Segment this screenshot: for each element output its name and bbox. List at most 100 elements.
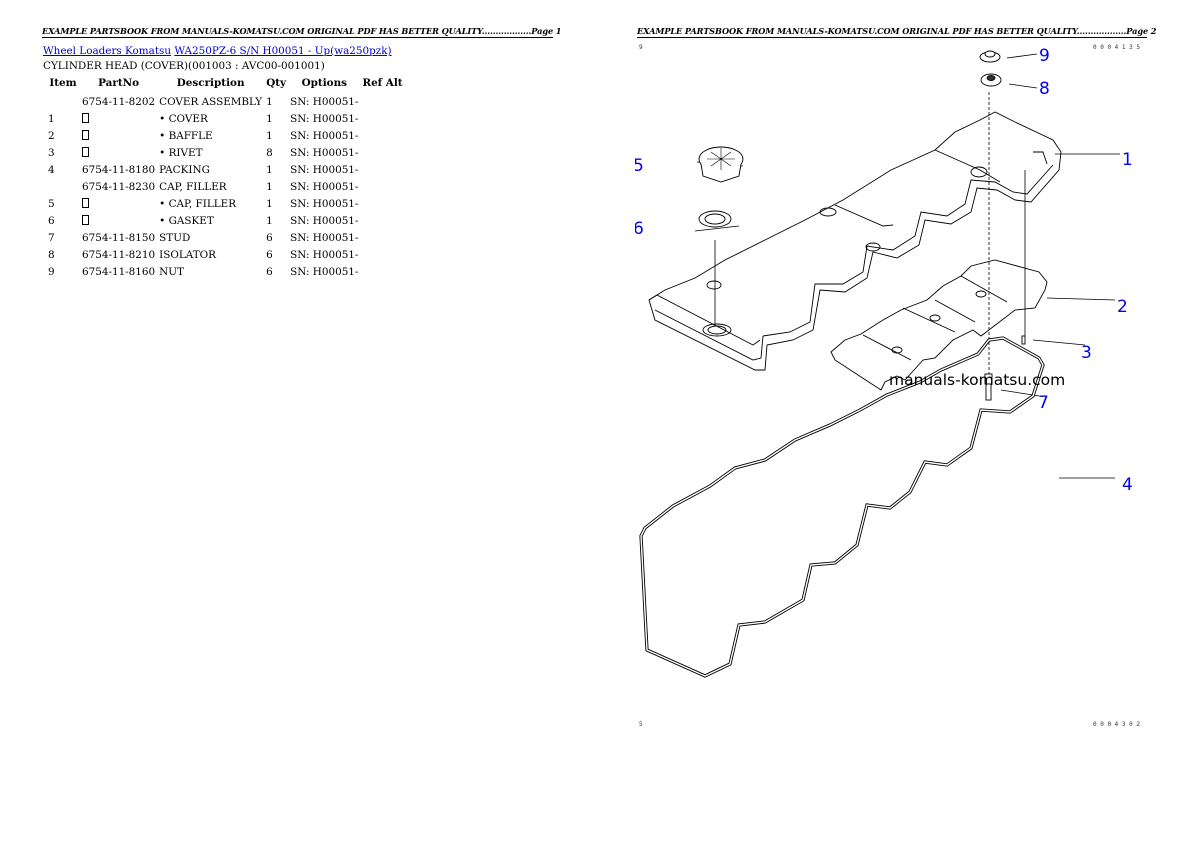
breadcrumb-link-model[interactable]: WA250PZ-6 S/N H00051 - Up(wa250pzk) bbox=[174, 45, 392, 57]
column-header-item: Item bbox=[49, 77, 77, 89]
cell-qty: 1 bbox=[266, 214, 273, 227]
cell-options: SN: H00051- bbox=[290, 214, 359, 227]
cell-description: PACKING bbox=[159, 163, 210, 176]
cell-options: SN: H00051- bbox=[290, 112, 359, 125]
callout-3: 3 bbox=[1081, 343, 1092, 363]
header-divider bbox=[637, 37, 1147, 38]
missing-glyph-icon bbox=[82, 112, 89, 123]
cell-qty: 6 bbox=[266, 231, 273, 244]
cell-qty: 1 bbox=[266, 163, 273, 176]
cell-ref-alt bbox=[360, 110, 404, 127]
cell-item: 9 bbox=[48, 265, 55, 278]
diagram-corner-code-bottom-right: 0 0 0 4 3 0 2 bbox=[1093, 721, 1140, 728]
cell-ref-alt bbox=[360, 263, 404, 280]
cell-partno: 6754-11-8180 bbox=[82, 163, 156, 176]
cell-qty: 1 bbox=[266, 129, 273, 142]
cell-description: CAP, FILLER bbox=[159, 180, 227, 193]
cell-partno: 6754-11-8230 bbox=[82, 180, 156, 193]
table-row: 6 • GASKET 1 SN: H00051- bbox=[43, 212, 405, 229]
page-header: EXAMPLE PARTSBOOK FROM MANUALS-KOMATSU.C… bbox=[637, 26, 1157, 36]
cell-qty: 1 bbox=[266, 197, 273, 210]
cell-description: • GASKET bbox=[159, 214, 214, 227]
page-header: EXAMPLE PARTSBOOK FROM MANUALS-KOMATSU.C… bbox=[42, 26, 562, 36]
diagram-page: EXAMPLE PARTSBOOK FROM MANUALS-KOMATSU.C… bbox=[595, 0, 1190, 842]
parts-table: Item PartNo Description Qty Options Ref … bbox=[43, 76, 405, 280]
cell-qty: 1 bbox=[266, 180, 273, 193]
cell-partno: 6754-11-8150 bbox=[82, 231, 156, 244]
cell-qty: 1 bbox=[266, 95, 273, 108]
cell-options: SN: H00051- bbox=[290, 95, 359, 108]
cell-description: • CAP, FILLER bbox=[159, 197, 237, 210]
cell-ref-alt bbox=[360, 127, 404, 144]
missing-glyph-icon bbox=[82, 129, 89, 140]
cell-ref-alt bbox=[360, 161, 404, 178]
callout-4: 4 bbox=[1122, 475, 1133, 495]
cell-description: STUD bbox=[159, 231, 191, 244]
cell-item: 6 bbox=[48, 214, 55, 227]
callout-6: 6 bbox=[635, 219, 644, 239]
cell-options: SN: H00051- bbox=[290, 163, 359, 176]
callout-2: 2 bbox=[1117, 297, 1128, 317]
column-header-description: Description bbox=[176, 77, 245, 89]
cell-partno bbox=[80, 144, 157, 161]
diagram-corner-code-bottom-left: 5 bbox=[639, 721, 643, 728]
cell-options: SN: H00051- bbox=[290, 231, 359, 244]
callout-1: 1 bbox=[1122, 150, 1133, 170]
cell-description: • COVER bbox=[159, 112, 208, 125]
section-title: CYLINDER HEAD (COVER)(001003 : AVC00-001… bbox=[43, 60, 325, 72]
cell-partno: 6754-11-8202 bbox=[82, 95, 156, 108]
cell-partno: 6754-11-8160 bbox=[82, 265, 156, 278]
header-divider bbox=[42, 37, 553, 38]
callout-9: 9 bbox=[1039, 46, 1050, 66]
cell-ref-alt bbox=[360, 178, 404, 195]
cell-options: SN: H00051- bbox=[290, 265, 359, 278]
cell-item: 3 bbox=[48, 146, 55, 159]
cell-qty: 1 bbox=[266, 112, 273, 125]
cell-ref-alt bbox=[360, 144, 404, 161]
callout-5: 5 bbox=[635, 156, 644, 176]
breadcrumb: Wheel Loaders Komatsu WA250PZ-6 S/N H000… bbox=[43, 45, 392, 57]
cell-ref-alt bbox=[360, 229, 404, 246]
diagram-corner-code-top-right: 0 0 0 4 1 3 5 bbox=[1093, 44, 1140, 51]
cell-ref-alt bbox=[360, 246, 404, 263]
cell-item: 7 bbox=[48, 231, 55, 244]
cell-options: SN: H00051- bbox=[290, 248, 359, 261]
column-header-ref-alt: Ref Alt bbox=[362, 77, 403, 89]
cell-partno bbox=[80, 110, 157, 127]
exploded-parts-diagram: 9 0 0 0 4 1 3 5 5 0 0 0 4 3 0 2 bbox=[635, 44, 1140, 728]
cell-options: SN: H00051- bbox=[290, 180, 359, 193]
cover-part-drawing bbox=[648, 111, 1062, 371]
column-header-partno: PartNo bbox=[98, 77, 140, 89]
callout-8: 8 bbox=[1039, 79, 1050, 99]
cell-description: COVER ASSEMBLY bbox=[159, 95, 263, 108]
cell-partno bbox=[80, 195, 157, 212]
cell-item: 2 bbox=[48, 129, 55, 142]
callout-7: 7 bbox=[1038, 393, 1049, 413]
cell-item bbox=[43, 93, 80, 110]
diagram-corner-code-top-left: 9 bbox=[639, 44, 643, 51]
cell-qty: 6 bbox=[266, 265, 273, 278]
cell-item: 8 bbox=[48, 248, 55, 261]
baffle-part-drawing bbox=[830, 259, 1048, 391]
cell-description: NUT bbox=[159, 265, 184, 278]
cell-partno bbox=[80, 127, 157, 144]
cell-qty: 8 bbox=[266, 146, 273, 159]
cell-description: • RIVET bbox=[159, 146, 203, 159]
breadcrumb-link-category[interactable]: Wheel Loaders Komatsu bbox=[43, 45, 172, 57]
cell-qty: 6 bbox=[266, 248, 273, 261]
cell-ref-alt bbox=[360, 93, 404, 110]
cell-item bbox=[43, 178, 80, 195]
missing-glyph-icon bbox=[82, 214, 89, 225]
cell-partno: 6754-11-8210 bbox=[82, 248, 156, 261]
cell-description: • BAFFLE bbox=[159, 129, 213, 142]
cell-ref-alt bbox=[360, 212, 404, 229]
